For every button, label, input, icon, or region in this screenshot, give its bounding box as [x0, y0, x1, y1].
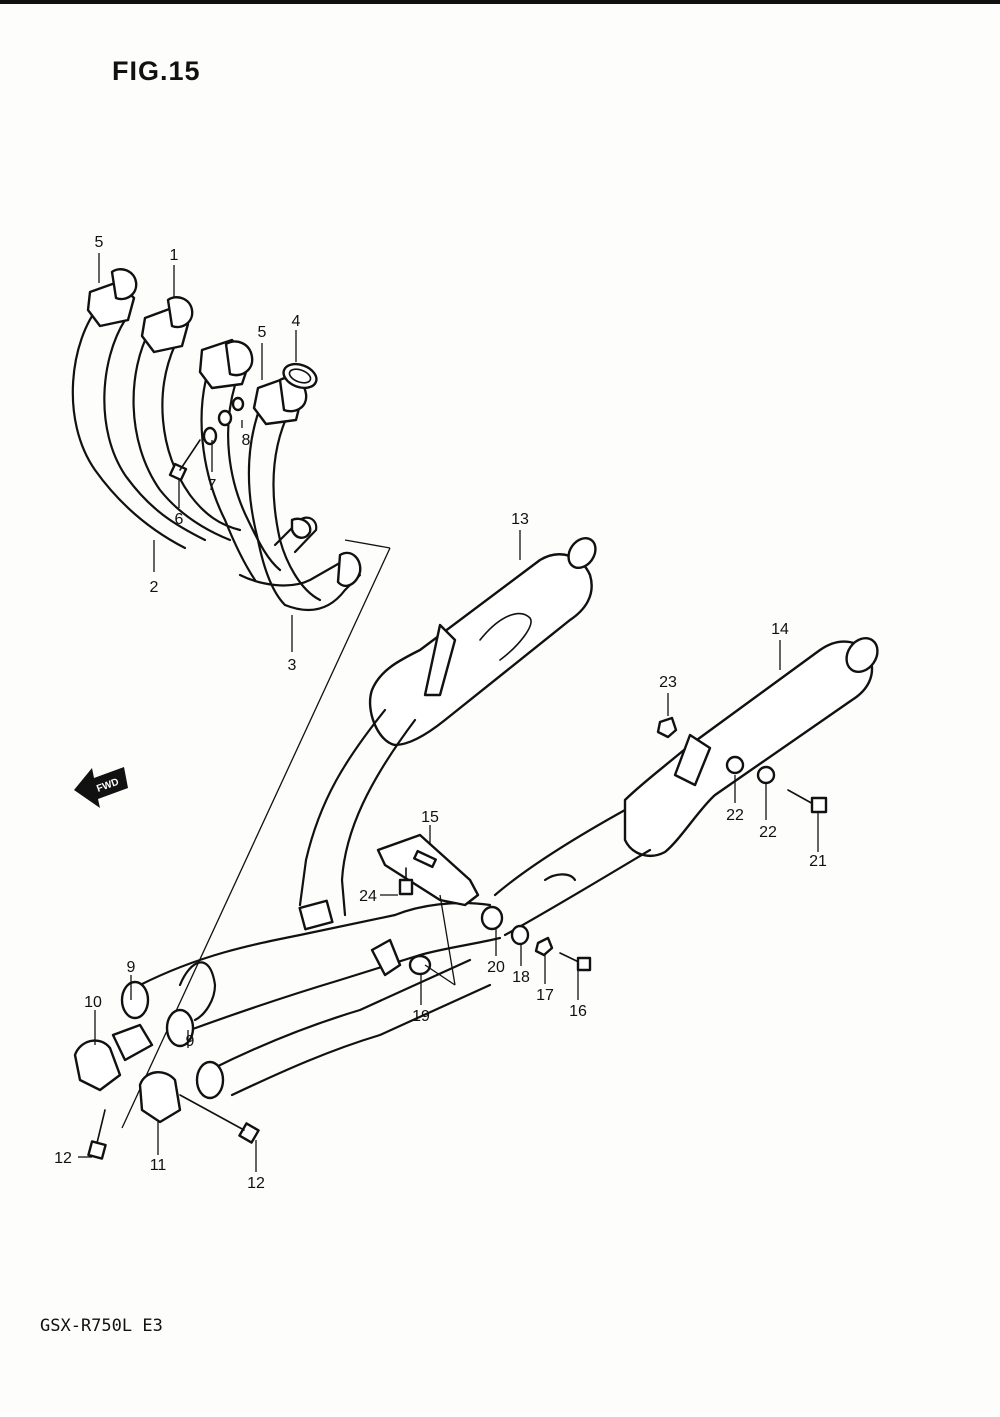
- callout-4: 4: [292, 313, 301, 330]
- page-top-border: [0, 0, 1000, 4]
- callout-21: 21: [809, 853, 827, 870]
- callout-12b: 12: [247, 1175, 265, 1192]
- figure-title: FIG.15: [112, 56, 201, 86]
- callout-3: 3: [288, 657, 297, 674]
- callout-20: 20: [487, 959, 505, 976]
- callout-13: 13: [511, 511, 529, 528]
- callout-23: 23: [659, 674, 677, 691]
- callout-5b: 5: [258, 324, 267, 341]
- muffler-right-upper: [298, 536, 597, 931]
- mount-bracket-hardware: [376, 716, 828, 986]
- callout-16: 16: [569, 1003, 587, 1020]
- callout-labels: 5 1 5 4 7 8 6 2 3 13 14 23 22 22 21 15 2…: [54, 234, 827, 1192]
- callout-22a: 22: [726, 807, 744, 824]
- callout-24: 24: [359, 888, 377, 905]
- callout-10: 10: [84, 994, 102, 1011]
- exhaust-header-pipes: [71, 268, 362, 612]
- model-code: GSX-R750L E3: [40, 1316, 163, 1336]
- callout-18: 18: [512, 969, 530, 986]
- callout-11: 11: [150, 1157, 167, 1174]
- callout-15: 15: [421, 809, 439, 826]
- callout-5: 5: [95, 234, 104, 251]
- callout-14: 14: [771, 621, 789, 638]
- callout-12a: 12: [54, 1150, 72, 1167]
- lower-collector: [73, 901, 502, 1160]
- muffler-right-lower: [493, 637, 879, 937]
- callout-8: 8: [242, 432, 251, 449]
- callout-9a: 9: [127, 959, 136, 976]
- callout-9b: 9: [186, 1033, 195, 1050]
- callout-6: 6: [175, 511, 184, 528]
- callout-2: 2: [150, 579, 159, 596]
- fwd-direction-arrow: FWD: [74, 767, 128, 808]
- callout-17: 17: [536, 987, 554, 1004]
- callout-22b: 22: [759, 824, 777, 841]
- callout-1: 1: [170, 247, 179, 264]
- callout-19: 19: [412, 1008, 430, 1025]
- callout-7: 7: [208, 477, 217, 494]
